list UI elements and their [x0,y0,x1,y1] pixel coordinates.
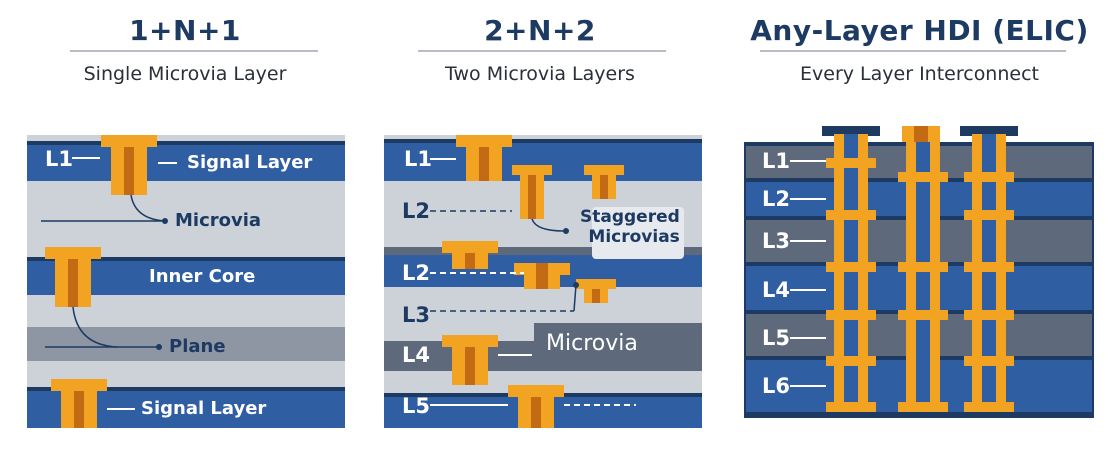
staggered-microvias-label: Staggered Microvias [580,207,680,248]
panel-any-layer-hdi: Any-Layer HDI (ELIC) Every Layer Interco… [720,0,1119,457]
microvia-inner [45,247,101,307]
layer-label-l2: L2 [762,187,790,211]
panel-title: 1+N+1 [129,14,241,47]
panel-subtitle: Two Microvia Layers [445,63,635,85]
stackup-diagram: L1 Signal Layer Microvia Inner Core Plan… [27,135,345,428]
inner-core-label: Inner Core [149,266,256,287]
elic-stackup-diagram: L1 L2 L3 L4 L5 L6 [744,124,1094,418]
signal-layer-bottom-label: Signal Layer [141,398,267,419]
via-stack-1 [822,126,880,412]
layer-label-l5: L5 [402,394,430,418]
signal-layer-top [27,141,345,181]
microvia-l2 [442,241,498,269]
microvia-l5 [508,385,564,428]
stackup-graphic [384,135,702,428]
plane-label: Plane [169,336,226,357]
stackup-graphic [27,135,345,428]
via-stack-2 [898,126,948,412]
panel-2plusNplus2: 2+N+2 Two Microvia Layers [370,0,710,457]
panel-title: Any-Layer HDI (ELIC) [750,14,1089,47]
layer-label-l4: L4 [762,278,790,302]
layer-label-l1: L1 [45,147,73,171]
title-divider [418,50,666,52]
signal-layer-top-label: Signal Layer [187,152,313,173]
microvia-top [101,135,157,195]
layer-label-l2-lower: L2 [402,261,430,285]
plane-layer [27,327,345,361]
layer-label-l2: L2 [402,199,430,223]
via-stack-3 [960,126,1018,412]
microvia-bottom [51,379,107,428]
stackup-graphic [744,126,1094,418]
title-divider [70,50,318,52]
microvia-label: Microvia [546,331,638,356]
layer-label-l4: L4 [402,343,430,367]
microvia-l3 [576,279,616,303]
microvia-label: Microvia [175,210,262,231]
panel-1plusNplus1: 1+N+1 Single Microvia Layer [0,0,370,457]
layer-label-l1: L1 [404,147,432,171]
panel-subtitle: Single Microvia Layer [83,63,287,85]
layer-label-l3: L3 [402,303,430,327]
microvia-l4 [442,335,498,385]
microvia-l2-l3 [514,263,570,289]
layer-label-l3: L3 [762,229,790,253]
layer-label-l5: L5 [762,326,790,350]
microvia-l1 [456,135,512,181]
layer-label-l1: L1 [762,149,790,173]
staggered-via-b [584,165,624,199]
panel-subtitle: Every Layer Interconnect [800,63,1039,85]
layer-label-l6: L6 [762,374,790,398]
stackup-diagram: L1 L2 Staggered Microvias L2 L3 L4 Micro… [384,135,702,428]
panel-title: 2+N+2 [484,14,596,47]
staggered-via-a [512,165,552,219]
title-divider [760,50,1066,52]
